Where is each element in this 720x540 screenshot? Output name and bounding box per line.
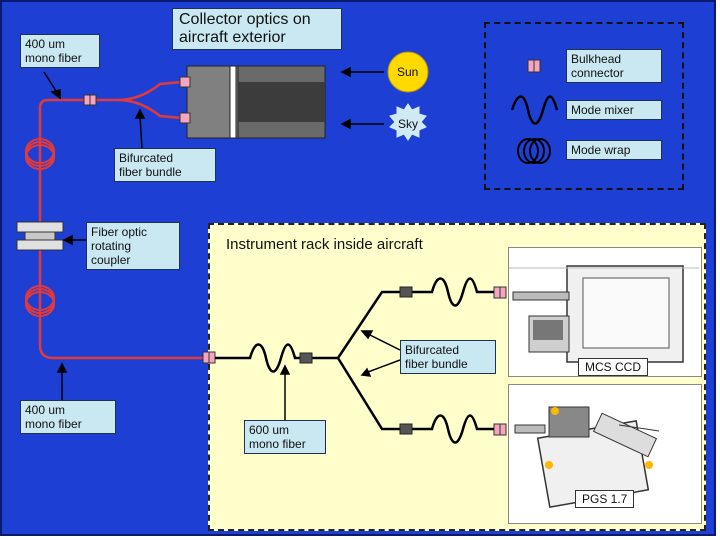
rotating-coupler-label: Fiber optic rotating coupler bbox=[86, 222, 180, 270]
fiber-top-label: 400 um mono fiber bbox=[20, 34, 100, 68]
mcs-ccd-label: MCS CCD bbox=[578, 358, 648, 376]
fiber-connector-icon bbox=[299, 286, 413, 435]
bifurcated-top-label: Bifurcated fiber bundle bbox=[114, 148, 216, 182]
rotating-coupler-icon bbox=[16, 221, 64, 251]
collector-housing bbox=[186, 65, 326, 139]
collector-title: Collector optics on aircraft exterior bbox=[172, 8, 342, 50]
mode-wrap-icon bbox=[25, 285, 55, 317]
label-arrows bbox=[43, 71, 401, 420]
sky-icon bbox=[389, 103, 427, 141]
legend-mode-mixer-label: Mode mixer bbox=[566, 100, 662, 120]
bifurcated-rack-label: Bifurcated fiber bundle bbox=[400, 340, 496, 374]
fiber-600-label: 600 um mono fiber bbox=[244, 420, 326, 454]
sun-icon bbox=[387, 51, 429, 93]
fiber-bottom-label: 400 um mono fiber bbox=[20, 400, 116, 434]
internal-fiber bbox=[215, 277, 494, 444]
legend-bulkhead-icon bbox=[527, 59, 541, 73]
legend-bulkhead-label: Bulkhead connector bbox=[566, 49, 662, 83]
sky-label: Sky bbox=[398, 117, 419, 131]
rack-title: Instrument rack inside aircraft bbox=[226, 236, 423, 253]
legend-mode-wrap-label: Mode wrap bbox=[566, 140, 662, 160]
mcs-ccd-image bbox=[508, 247, 702, 377]
legend-box bbox=[484, 22, 684, 190]
pgs-label: PGS 1.7 bbox=[575, 490, 635, 508]
legend-mode-mixer-icon bbox=[510, 95, 559, 125]
source-arrows bbox=[340, 66, 384, 130]
legend-mode-wrap-icon bbox=[517, 138, 551, 164]
sun-label: Sun bbox=[397, 65, 419, 79]
mode-wrap-icon bbox=[25, 138, 55, 170]
